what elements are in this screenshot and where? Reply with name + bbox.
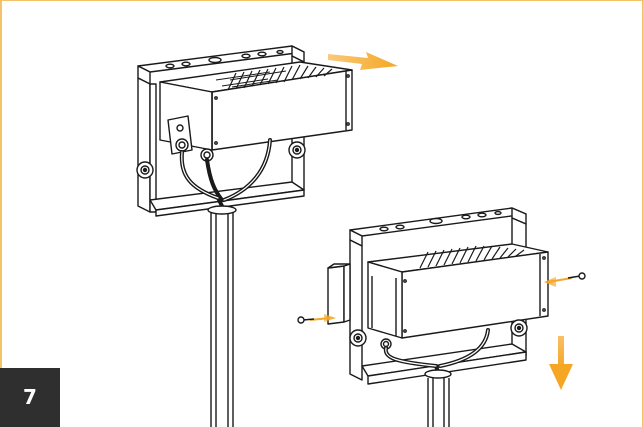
bottom-pole-cap <box>424 369 452 379</box>
step-number-badge: 7 <box>0 368 60 427</box>
screw-icon <box>297 272 586 324</box>
top-pole <box>210 212 234 427</box>
bottom-knob-left <box>349 329 367 347</box>
top-cable-highlights <box>181 139 271 201</box>
page-frame-left-edge <box>0 0 2 368</box>
left-screw-icon <box>297 314 336 324</box>
bottom-cable-highlights <box>385 329 489 367</box>
top-fixture <box>136 45 353 427</box>
bottom-knob-right <box>510 319 528 337</box>
slide-in-arrow-icon <box>328 52 398 70</box>
top-pole-cap <box>207 205 237 215</box>
top-knob-left <box>136 161 154 179</box>
right-screw-icon <box>544 272 586 287</box>
top-mount-plate <box>167 115 214 162</box>
bottom-detached-plate <box>327 263 351 325</box>
bottom-lamp-housing <box>367 243 549 339</box>
bottom-pole <box>427 378 450 427</box>
top-knob-right <box>288 141 306 159</box>
bottom-fixture <box>327 207 549 427</box>
top-heatsink-fins <box>215 70 287 88</box>
down-arrow-icon <box>549 336 573 390</box>
